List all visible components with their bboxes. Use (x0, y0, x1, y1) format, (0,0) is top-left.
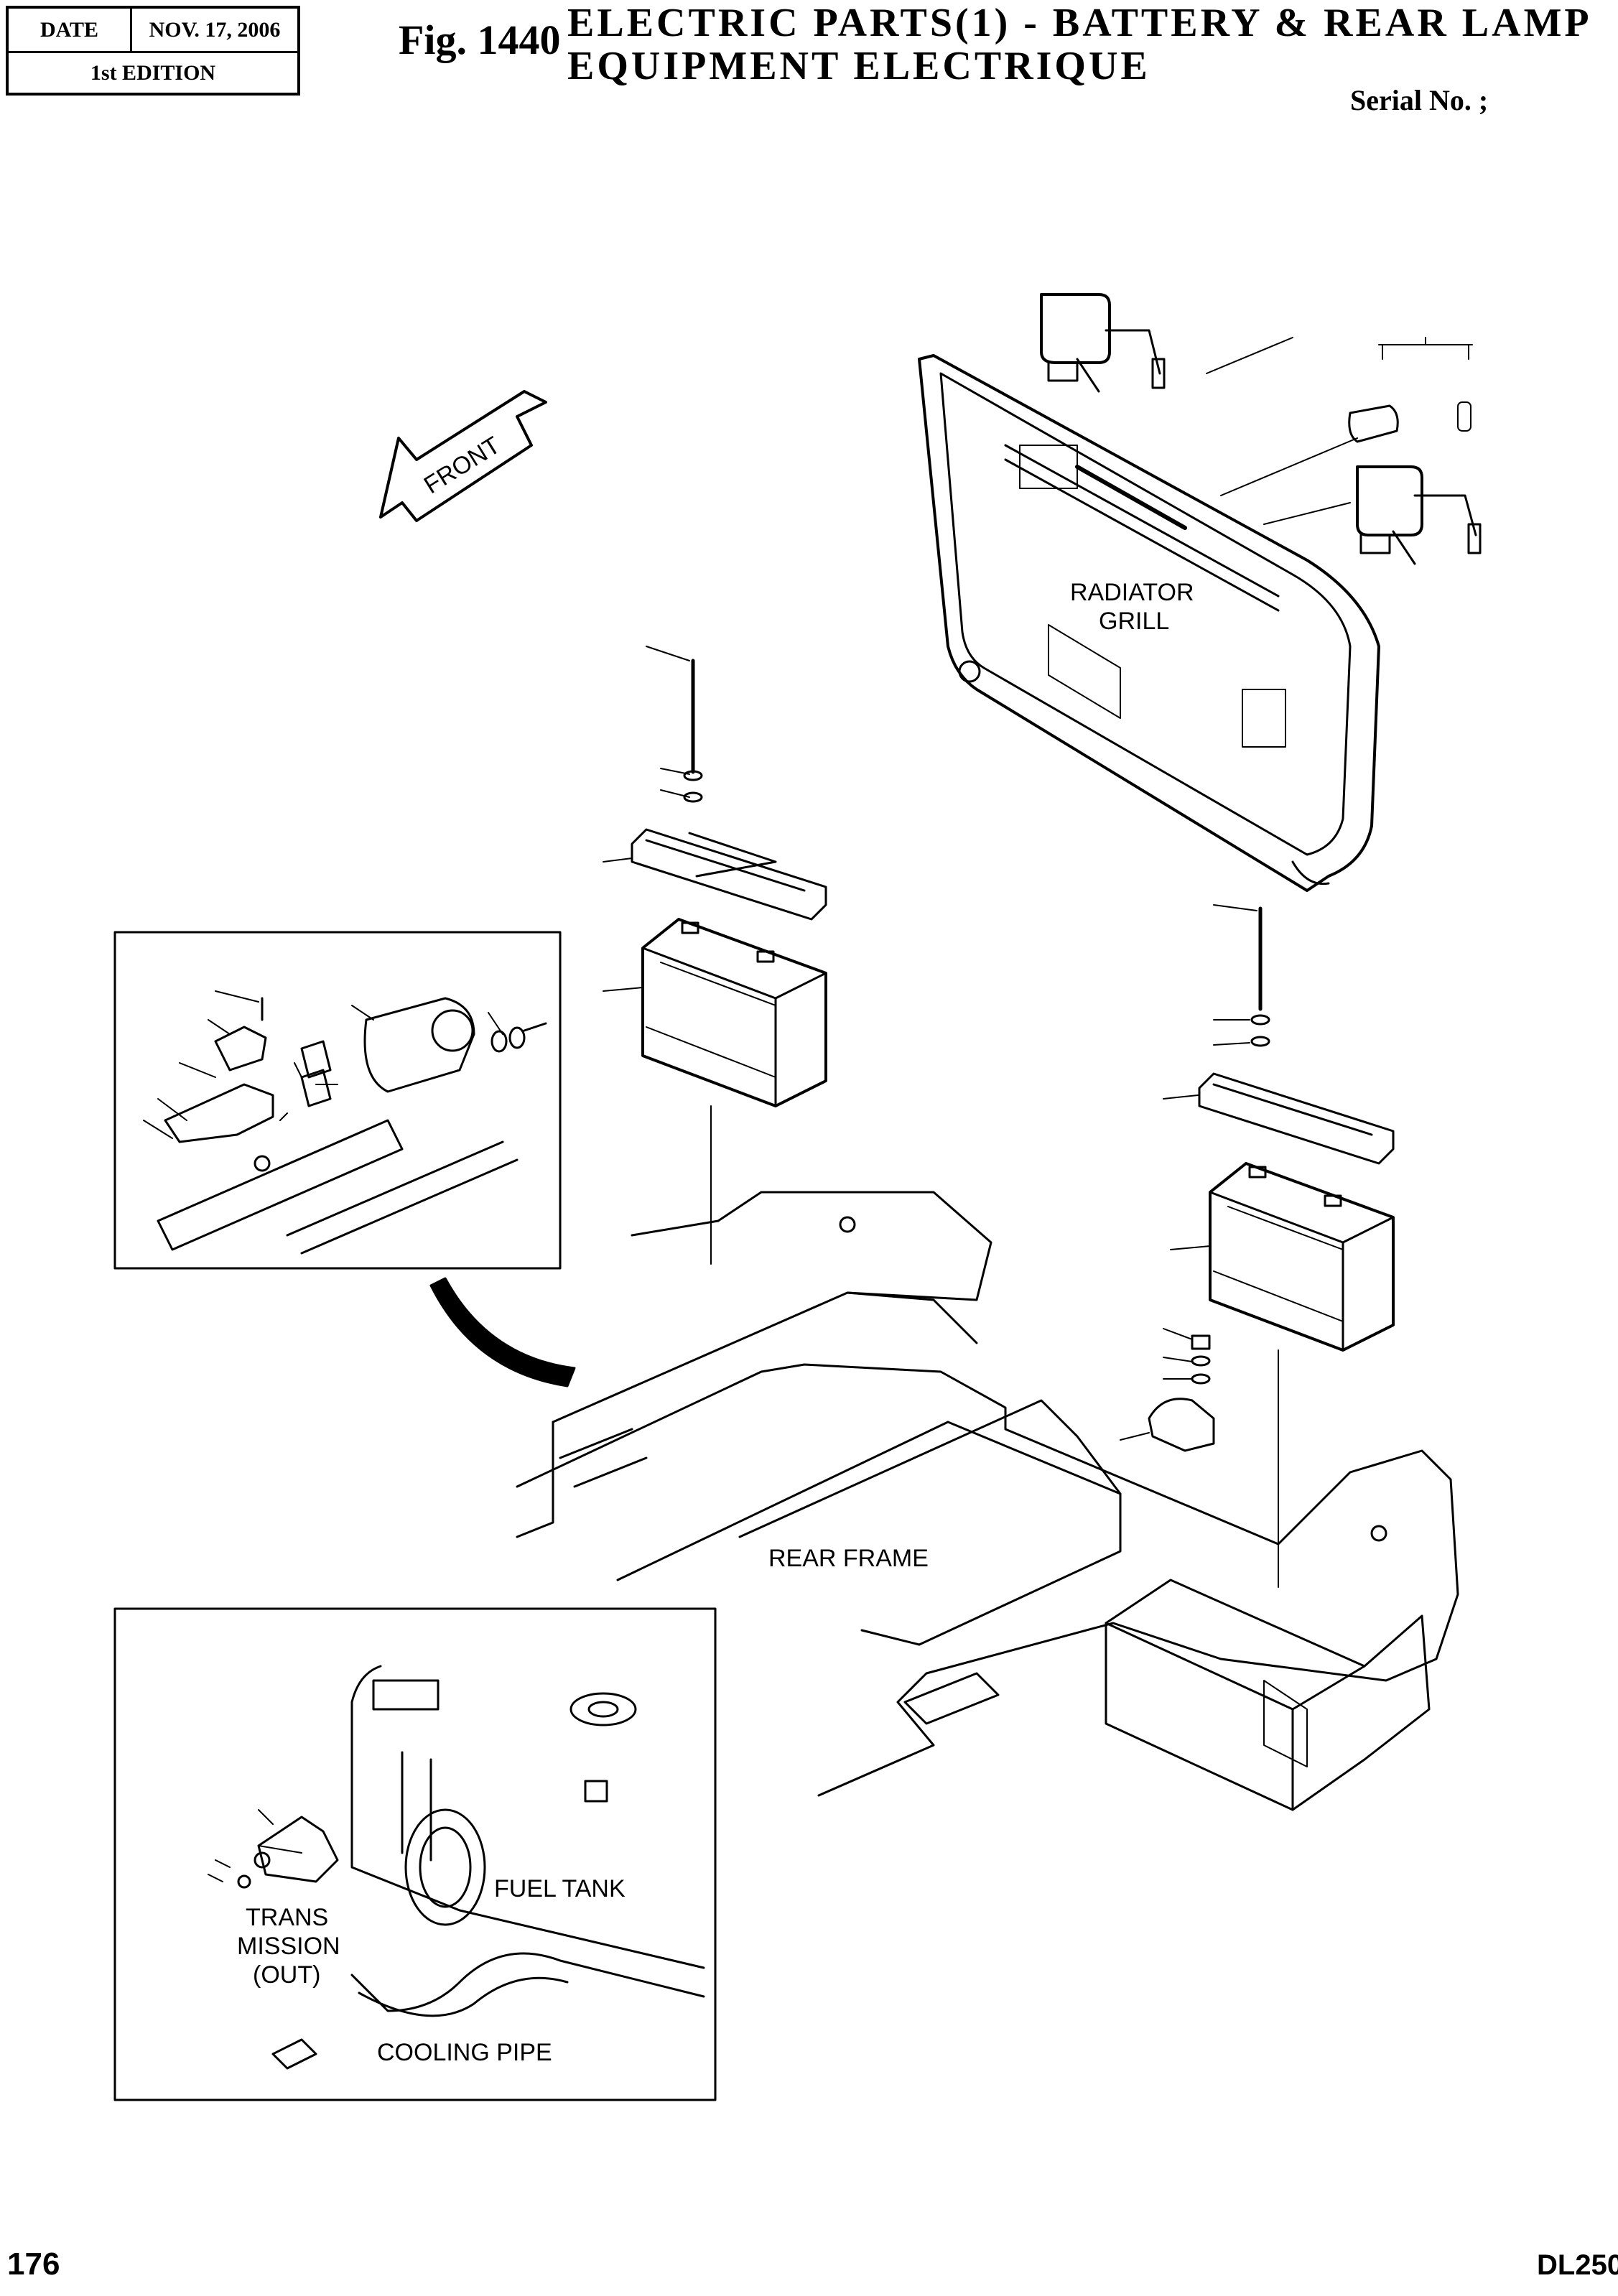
edition-label: 1st EDITION (90, 60, 216, 85)
page-title: ELECTRIC PARTS(1) - BATTERY & REAR LAMP (567, 1, 1592, 45)
fuel-tank-label: FUEL TANK (494, 1875, 626, 1902)
header-date-box: DATE NOV. 17, 2006 1st EDITION (6, 6, 300, 96)
page-subtitle: EQUIPMENT ELECTRIQUE (567, 44, 1150, 88)
rear-lamp-lower (1357, 467, 1480, 564)
cooling-pipe-label: COOLING PIPE (377, 2039, 552, 2066)
date-label: DATE (9, 9, 132, 53)
transmission-label-line3: (OUT) (253, 1961, 321, 1989)
transmission-label-line2: MISSION (237, 1933, 340, 1960)
inset-switch-detail (115, 932, 560, 1268)
model-label: DL250 (1537, 2249, 1618, 2281)
relay-unit (1120, 1336, 1214, 1451)
lamp-lens (1349, 338, 1472, 442)
rear-frame-label: REAR FRAME (768, 1545, 929, 1572)
radiator-grill (919, 355, 1379, 891)
page-number: 176 (7, 2246, 60, 2282)
rear-lamp-upper (1041, 294, 1164, 391)
front-arrow-icon (381, 391, 546, 521)
transmission-label-line1: TRANS (246, 1904, 329, 1931)
battery-right (1199, 905, 1393, 1587)
detail-pointer-icon (431, 1278, 575, 1386)
date-value: NOV. 17, 2006 (132, 9, 297, 53)
inset-transmission-detail (115, 1609, 715, 2100)
battery-left (632, 646, 826, 1264)
leader-lines (144, 768, 1250, 1882)
radiator-grill-label-line1: RADIATOR (1070, 579, 1194, 606)
figure-number: Fig. 1440 (399, 17, 561, 63)
rear-frame (517, 1192, 1458, 1810)
radiator-grill-label-line2: GRILL (1099, 608, 1170, 635)
serial-number-label: Serial No. ; (1350, 84, 1489, 116)
